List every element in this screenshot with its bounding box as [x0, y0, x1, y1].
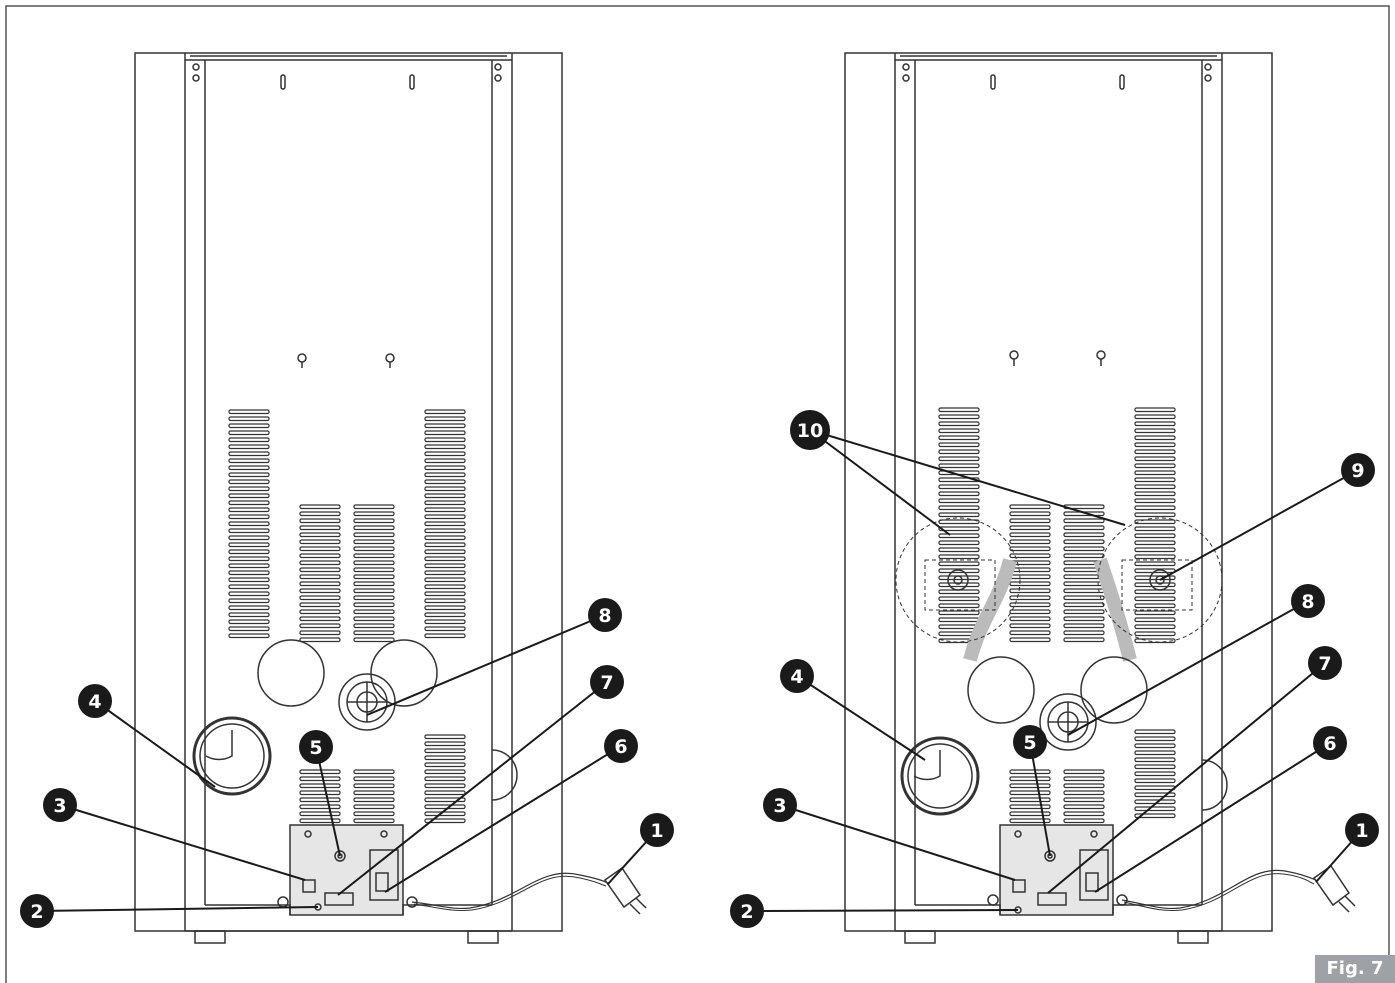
callout-marker: [1013, 725, 1047, 759]
callout-number: 2: [740, 901, 753, 923]
electrical-panel: [999, 824, 1114, 916]
serial-port: [1037, 892, 1067, 906]
callout-marker: [1341, 453, 1375, 487]
callouts: 1 2 3 4 5 6 7 8 1 2 3 4 5 6 7 8 9 10: [20, 410, 1379, 928]
callout-marker: [1308, 646, 1342, 680]
fan-housing-left: [895, 517, 1021, 643]
callout-leader-line: [366, 614, 606, 716]
power-switch: [302, 879, 316, 893]
callout-number: 2: [30, 901, 43, 923]
flue-outlet-right: [370, 639, 438, 707]
power-plug: [1312, 864, 1356, 913]
air-inlet: [192, 716, 272, 796]
callout-leader-line: [384, 745, 622, 893]
callout-leader-line: [1159, 469, 1359, 581]
callout-number: 10: [797, 420, 823, 442]
flue-outlet-left: [967, 656, 1035, 724]
callout-leader-line: [59, 804, 306, 881]
callout-number: 6: [614, 736, 627, 758]
callout-number: 8: [1301, 591, 1314, 613]
figure-label: Fig. 7: [1315, 955, 1395, 983]
callout-leader-line: [1047, 662, 1326, 894]
callout-marker: [299, 730, 333, 764]
callout-number: 6: [1323, 733, 1336, 755]
power-socket: [1079, 849, 1109, 901]
callout-marker: [604, 729, 638, 763]
callout-number: 1: [1355, 820, 1368, 842]
callout-number: 4: [790, 666, 803, 688]
callout-leader-line: [1067, 600, 1309, 736]
callout-leader-line: [337, 681, 608, 896]
stove-rear-view-right: [844, 52, 1356, 944]
callout-marker: [1345, 813, 1379, 847]
callout-marker: [78, 684, 112, 718]
callout-leader-line: [746, 909, 1019, 912]
stove-rear-view-left: [134, 52, 647, 944]
vent-louvres: [938, 407, 1176, 824]
callout-leader-line: [796, 675, 926, 761]
electrical-panel: [289, 824, 404, 916]
air-inlet: [900, 736, 980, 816]
flue-outlet-left: [257, 639, 325, 707]
power-plug: [603, 866, 647, 915]
callout-leader-line: [36, 906, 319, 912]
callout-marker: [588, 598, 622, 632]
callout-marker: [763, 788, 797, 822]
power-socket: [369, 849, 399, 901]
callout-number: 5: [309, 737, 322, 759]
callout-marker: [790, 410, 830, 450]
callout-number: 3: [773, 795, 786, 817]
callout-number: 8: [598, 605, 611, 627]
callout-marker: [1291, 584, 1325, 618]
callout-leader-line: [315, 746, 341, 857]
callout-leader-line: [779, 804, 1016, 881]
power-switch: [1012, 879, 1026, 893]
callout-number: 3: [53, 795, 66, 817]
callout-number: 5: [1023, 732, 1036, 754]
callout-number: 7: [600, 672, 613, 694]
callout-marker: [780, 659, 814, 693]
vent-louvres: [228, 409, 466, 824]
callout-leader-line: [809, 429, 951, 536]
callout-number: 4: [88, 691, 101, 713]
callout-marker: [20, 894, 54, 928]
callout-marker: [590, 665, 624, 699]
callout-marker: [730, 894, 764, 928]
callout-marker: [43, 788, 77, 822]
callout-leader-line: [1029, 741, 1051, 857]
figure-border: [5, 5, 1390, 983]
callout-number: 1: [650, 820, 663, 842]
flue-outlet-right: [1080, 656, 1148, 724]
callout-number: 7: [1318, 653, 1331, 675]
callout-leader-line: [94, 700, 216, 788]
fan-housing-right: [1097, 517, 1223, 643]
callout-leader-line: [1094, 742, 1331, 893]
callout-marker: [640, 813, 674, 847]
callout-number: 9: [1351, 460, 1364, 482]
callout-leader-line: [809, 429, 1126, 526]
callout-marker: [1313, 726, 1347, 760]
